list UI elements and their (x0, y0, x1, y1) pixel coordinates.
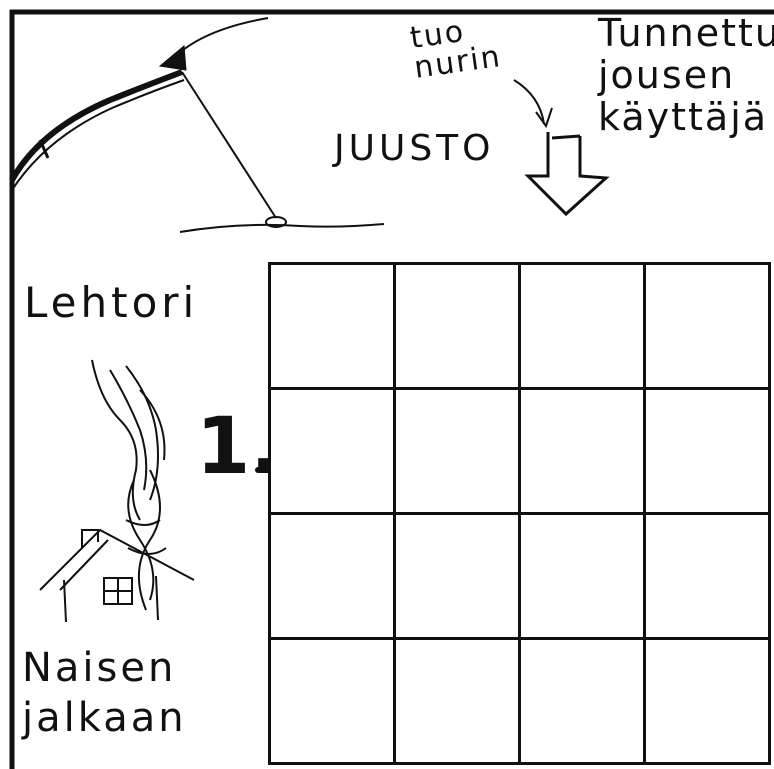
clue-juusto: JUUSTO (334, 128, 495, 169)
burning-house-drawing (40, 360, 194, 622)
clue-lehtori: Lehtori (24, 278, 198, 327)
clue-tunnettu-jousen-kayttaja: Tunnettu jousen käyttäjä (598, 12, 774, 138)
grid-cell-r4-c3[interactable] (518, 637, 646, 765)
crossword-grid (268, 262, 774, 769)
clue-tuo-nurin: tuo nurin (408, 12, 503, 84)
grid-cell-r1-c2[interactable] (393, 262, 521, 390)
bow-drawing (12, 18, 384, 232)
down-arrow-icon (528, 132, 606, 214)
grid-cell-r1-c4[interactable] (643, 262, 771, 390)
grid-cell-r2-c4[interactable] (643, 387, 771, 515)
grid-cell-r2-c1[interactable] (268, 387, 396, 515)
grid-cell-r4-c2[interactable] (393, 637, 521, 765)
grid-cell-r4-c1[interactable] (268, 637, 396, 765)
grid-cell-r1-c1[interactable] (268, 262, 396, 390)
grid-cell-r3-c1[interactable] (268, 512, 396, 640)
grid-cell-r4-c4[interactable] (643, 637, 771, 765)
pointer-arrow (514, 80, 552, 126)
grid-cell-r3-c4[interactable] (643, 512, 771, 640)
grid-cell-r2-c2[interactable] (393, 387, 521, 515)
clue-naisen-jalkaan: Naisen jalkaan (22, 643, 187, 743)
grid-cell-r3-c3[interactable] (518, 512, 646, 640)
grid-cell-r1-c3[interactable] (518, 262, 646, 390)
grid-cell-r3-c2[interactable] (393, 512, 521, 640)
grid-cell-r2-c3[interactable] (518, 387, 646, 515)
